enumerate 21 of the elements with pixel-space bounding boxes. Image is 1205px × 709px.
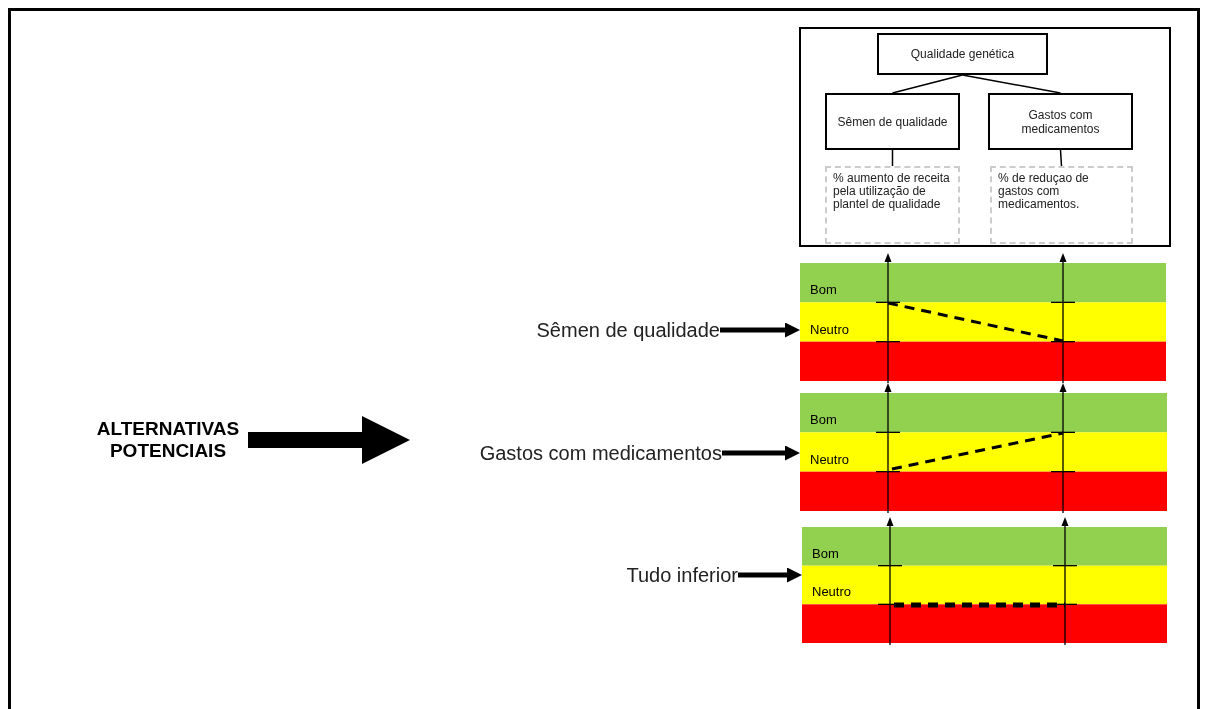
alternative-label: Sêmen de qualidade [480,312,720,348]
scale-level-label: Bom [810,412,837,428]
arrow [248,416,410,464]
scale-level-label: Neutro [810,321,850,337]
heading-text: ALTERNATIVAS POTENCIAIS [88,405,248,475]
arrow [738,567,802,583]
indicator-box: % aumento de receita pela utilização de plantel de qualidade [825,166,960,244]
indicator-box: % de reduçao de gastos com medicamentos. [990,166,1133,244]
scale-level-label: Bom [810,282,837,298]
criterion-box: Gastos com medicamentos [988,93,1133,150]
scale-level-label: Bom [812,545,839,561]
connector-line [1059,149,1063,167]
alternative-label: Gastos com medicamentos [410,435,722,471]
connector-line [961,74,1062,94]
arrow [722,445,800,461]
scale-level-label: Neutro [812,584,852,600]
alternative-label: Tudo inferior [580,557,738,593]
criterion-box: Sêmen de qualidade [825,93,960,150]
scale-level-label: Neutro [810,451,850,467]
criterion-box: Qualidade genética [877,33,1048,75]
arrow [720,322,800,338]
